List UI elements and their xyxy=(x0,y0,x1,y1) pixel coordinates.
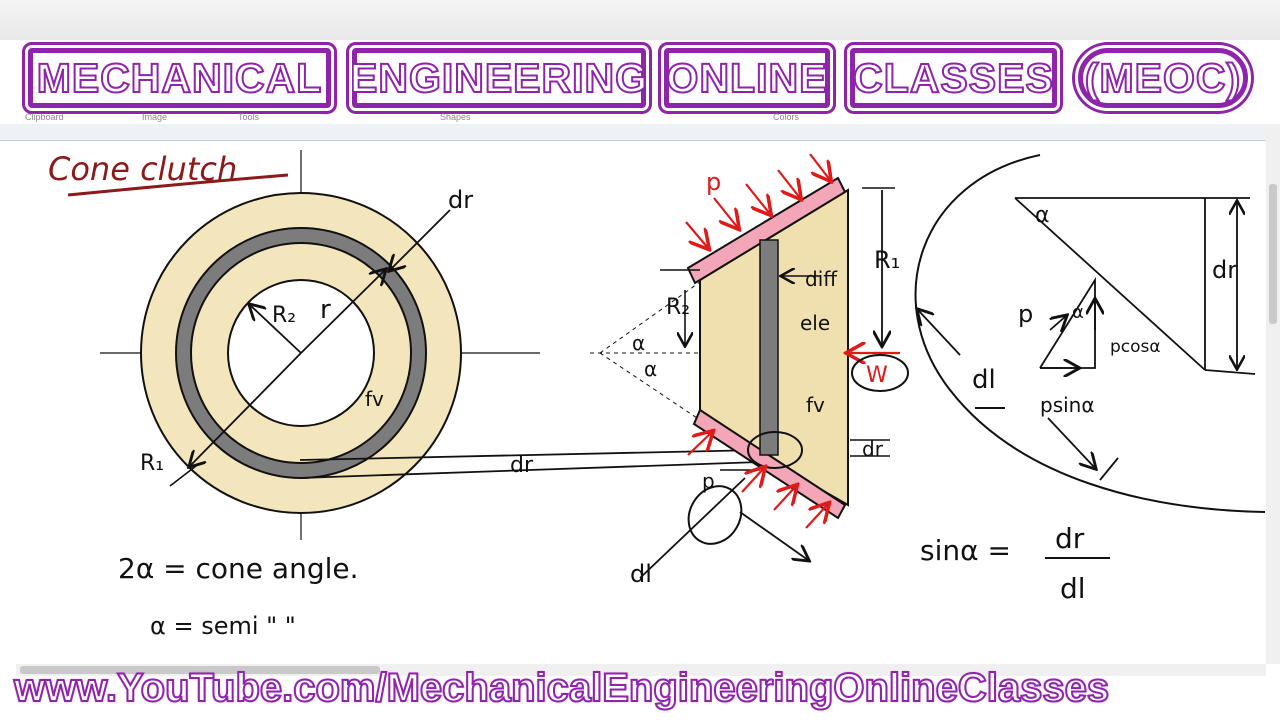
label-w: W xyxy=(866,363,888,388)
label-r2-cone: R₂ xyxy=(666,295,690,320)
horizontal-scrollbar[interactable] xyxy=(16,664,1266,676)
equation-sin-numerator: dr xyxy=(1055,522,1085,555)
dl-leader-left xyxy=(639,477,746,579)
ribbon-label-shapes: Shapes xyxy=(440,112,471,122)
dl-arrow xyxy=(739,511,808,560)
banner-word-mechanical: MECHANICAL xyxy=(25,45,334,111)
horizontal-scroll-thumb[interactable] xyxy=(20,666,380,674)
banner-word-meoc: (MEOC) xyxy=(1075,45,1251,111)
projection-line-upper xyxy=(299,449,761,461)
paint-ribbon-group-labels: Clipboard Image Tools Shapes Colors xyxy=(0,112,1280,126)
force-triangle xyxy=(1039,276,1096,369)
pressure-arrows-upper xyxy=(685,153,830,248)
radius-r-arrow xyxy=(300,270,385,354)
label-p-lower: p xyxy=(702,469,715,493)
ribbon-label-tools: Tools xyxy=(238,112,260,122)
pressure-arrow-u3 xyxy=(745,183,770,214)
label-dr-disc: dr xyxy=(448,186,473,214)
w-circle xyxy=(851,354,909,392)
label-dl-cone: dl xyxy=(630,560,652,588)
label-p-detail: p xyxy=(1018,300,1033,328)
label-alpha-detail-mid: α xyxy=(1072,302,1084,323)
equation-semi-angle: α = semi " " xyxy=(150,612,296,640)
dl-detail-arrow xyxy=(1047,417,1095,468)
banner-word-online: ONLINE xyxy=(661,45,833,111)
label-dr-cone: dr xyxy=(862,437,884,461)
element-circle xyxy=(747,431,803,469)
projection-line-lower xyxy=(299,461,761,479)
dl-circle xyxy=(687,485,743,545)
label-dl-detail: dl xyxy=(972,365,996,395)
ribbon-label-clipboard: Clipboard xyxy=(25,112,64,122)
label-alpha-detail-top: α xyxy=(1035,203,1050,228)
title-underline xyxy=(67,173,289,197)
detail-hypotenuse xyxy=(1014,197,1206,371)
p-arrow xyxy=(1050,316,1066,330)
window-top-strip xyxy=(0,0,1280,40)
label-psin: psinα xyxy=(1040,393,1095,417)
label-dr-detail: dr xyxy=(1212,256,1237,284)
label-ele: ele xyxy=(800,311,830,335)
label-r2-disc: R₂ xyxy=(272,303,296,328)
label-diff: diff xyxy=(805,267,838,291)
equation-cone-angle: 2α = cone angle. xyxy=(118,552,359,585)
label-r1-cone: R₁ xyxy=(874,246,900,274)
channel-url-footer: www.YouTube.com/MechanicalEngineeringOnl… xyxy=(13,665,1110,711)
vertical-scrollbar[interactable] xyxy=(1266,124,1280,664)
pressure-arrows-lower xyxy=(687,432,828,529)
dr-arrow xyxy=(390,209,451,270)
friction-face-lower xyxy=(692,408,847,520)
detail-boundary xyxy=(914,154,1266,513)
radius-r2-arrow xyxy=(250,305,302,354)
dl-detail-tick xyxy=(1099,457,1119,481)
label-fv-cone: fv xyxy=(806,393,825,417)
pressure-arrow-l3 xyxy=(773,486,796,511)
label-r: r xyxy=(320,295,331,325)
pressure-arrow-u1 xyxy=(685,221,708,248)
banner-word-classes: CLASSES xyxy=(847,45,1060,111)
label-fv-disc: fv xyxy=(365,387,384,411)
ribbon-label-image: Image xyxy=(142,112,168,122)
pressure-arrow-l2 xyxy=(741,468,764,493)
magnified-detail xyxy=(914,154,1266,513)
label-dr-projection: dr xyxy=(510,453,534,478)
label-alpha-upper: α xyxy=(632,331,645,355)
label-alpha-lower: α xyxy=(644,357,657,381)
label-p-upper: p xyxy=(706,168,721,196)
equation-sin-lhs: sinα = xyxy=(920,534,1011,567)
r1-leader xyxy=(169,465,197,487)
pressure-arrow-l1 xyxy=(687,432,712,456)
vertical-scroll-thumb[interactable] xyxy=(1269,184,1277,324)
radius-r1-arrow xyxy=(190,352,302,466)
detail-bottom-line xyxy=(1204,369,1256,375)
label-pcos: pcosα xyxy=(1110,337,1161,357)
pressure-arrow-l4 xyxy=(805,504,828,529)
label-r1-disc: R₁ xyxy=(140,451,164,476)
pressure-arrow-u4 xyxy=(777,169,800,198)
ribbon-label-colors: Colors xyxy=(773,112,800,122)
differential-element-strip xyxy=(759,239,779,456)
friction-face-upper xyxy=(686,176,847,285)
annular-disc xyxy=(100,150,540,540)
pressure-arrow-u5 xyxy=(809,153,830,180)
cone-section xyxy=(590,176,909,579)
equation-sin-denominator: dl xyxy=(1060,572,1086,605)
detail-pointer xyxy=(918,310,961,356)
banner-word-engineering: ENGINEERING xyxy=(349,45,649,111)
pressure-arrow-u2 xyxy=(713,197,738,228)
canvas-top-edge xyxy=(0,124,1280,141)
